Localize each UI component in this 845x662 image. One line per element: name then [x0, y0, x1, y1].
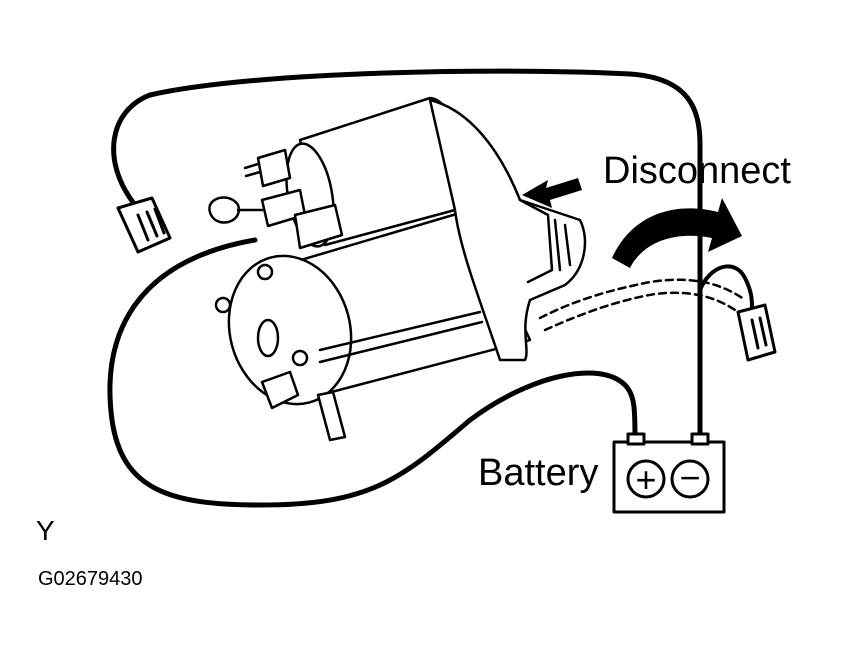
disconnected-lead-dashed-2	[543, 291, 740, 332]
disconnect-arrow-icon	[612, 198, 742, 268]
battery-icon	[612, 432, 726, 514]
battery-negative-symbol: −	[679, 457, 700, 498]
battery-negative-terminal	[670, 459, 710, 499]
lower-lead-wire	[107, 237, 638, 508]
upper-lead-wire	[111, 68, 703, 443]
disconnected-lead-dashed	[538, 278, 747, 320]
battery-positive-terminal	[626, 459, 666, 499]
right-connector-plug-icon	[736, 303, 777, 362]
figure-code: G02679430	[38, 568, 143, 590]
battery-label: Battery	[478, 452, 599, 494]
right-lead-branch	[698, 264, 754, 310]
view-letter: Y	[36, 515, 55, 546]
pointer-arrow-icon	[522, 178, 582, 208]
disconnect-label: Disconnect	[603, 150, 791, 192]
battery-positive-symbol: +	[635, 459, 656, 500]
left-connector-plug-icon	[116, 196, 172, 254]
starter-motor-drawing	[208, 96, 587, 442]
